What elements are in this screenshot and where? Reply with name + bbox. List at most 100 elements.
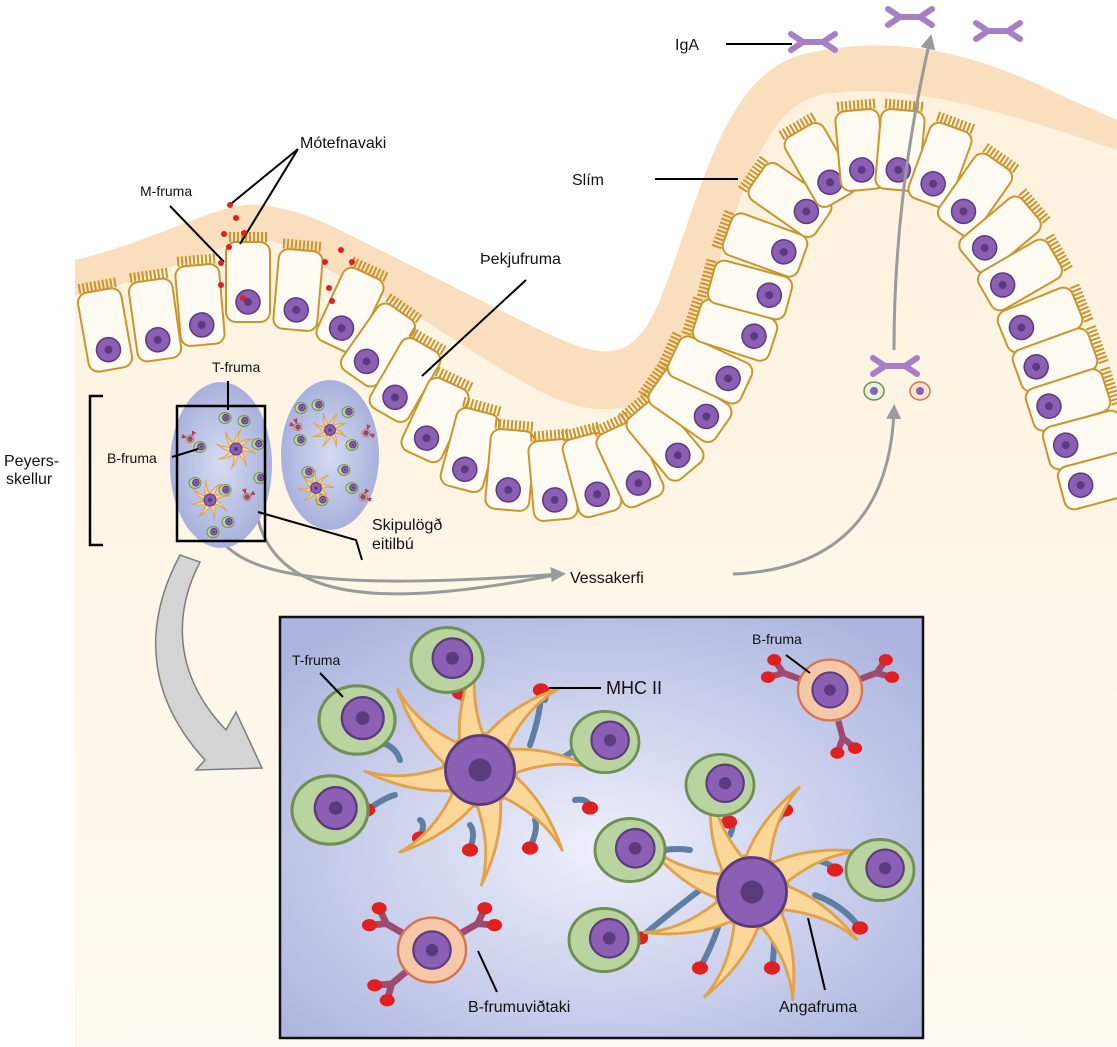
epithelium bbox=[76, 98, 1117, 522]
b-cell-label: B-fruma bbox=[107, 450, 157, 466]
epithelial-cell bbox=[1056, 449, 1117, 511]
antigen-particles bbox=[218, 202, 355, 304]
mhc-ii-molecule bbox=[521, 817, 539, 855]
secretion-arrow bbox=[892, 34, 936, 351]
antigen-dot bbox=[233, 215, 239, 221]
antigen-dot bbox=[240, 295, 246, 301]
t-cell bbox=[290, 774, 370, 846]
epithelial-cell bbox=[618, 389, 705, 482]
t-cell bbox=[218, 412, 232, 424]
antigen-dot bbox=[329, 298, 335, 304]
t-cell bbox=[301, 466, 315, 478]
lymphatic-arrow bbox=[214, 531, 566, 583]
t-cell bbox=[206, 526, 220, 538]
t-cell bbox=[188, 477, 202, 489]
antigen-leader bbox=[231, 148, 299, 204]
b-cell bbox=[181, 430, 196, 444]
t-cell bbox=[844, 837, 916, 903]
t-cell bbox=[221, 516, 235, 528]
follicle-cells bbox=[181, 399, 375, 538]
inset-b-cell-label: B-fruma bbox=[752, 631, 802, 647]
t-cell bbox=[593, 817, 667, 883]
epithelial-cell bbox=[834, 98, 886, 192]
t-cell bbox=[684, 752, 756, 818]
epithelial-cell bbox=[996, 283, 1094, 354]
t-cell-label: T-fruma bbox=[212, 359, 260, 375]
plasma-cell bbox=[863, 381, 885, 401]
epithelial-cell bbox=[225, 232, 271, 323]
lymphatics-label: Vessakerfi bbox=[570, 570, 644, 587]
antigen-dot bbox=[227, 202, 233, 208]
magnification-arrow bbox=[155, 554, 264, 771]
epithelial-cell bbox=[696, 258, 794, 321]
inset-t-cell-leader bbox=[319, 672, 344, 698]
t-cell bbox=[569, 709, 641, 775]
mhc-label: MHC II bbox=[606, 678, 662, 698]
t-cell bbox=[218, 484, 232, 496]
t-cell bbox=[409, 626, 485, 694]
epithelial-cell bbox=[936, 143, 1020, 238]
mhc-ii-molecule bbox=[572, 796, 599, 815]
epithelial-cell bbox=[400, 366, 474, 464]
magnified-region-box bbox=[175, 404, 267, 543]
mhc-ii-molecule bbox=[461, 822, 479, 857]
lymphoid-follicle bbox=[281, 380, 379, 530]
epithelial-cell bbox=[711, 210, 809, 278]
t-cell bbox=[567, 907, 641, 973]
epithelial-cell-leader bbox=[421, 279, 527, 377]
iga-label: IgA bbox=[675, 37, 699, 54]
antigen-dot bbox=[349, 259, 355, 265]
peyers-patch-label-line1: Peyers- bbox=[4, 453, 59, 470]
t-cell bbox=[345, 482, 359, 494]
t-cell bbox=[253, 472, 267, 484]
iga-antibody bbox=[885, 6, 935, 28]
t-cell bbox=[193, 441, 207, 453]
t-cell bbox=[311, 399, 325, 411]
antigen-dot bbox=[218, 260, 224, 266]
epithelial-cell bbox=[484, 418, 536, 512]
epithelial-cell bbox=[907, 111, 975, 209]
b-cell bbox=[760, 654, 900, 759]
peyers-patch-label-line2: skellur bbox=[6, 471, 53, 488]
mhc-ii-molecule bbox=[812, 892, 869, 935]
m-cell-label: M-fruma bbox=[140, 183, 192, 199]
mhc-ii-molecule bbox=[720, 815, 738, 838]
lymphatic-to-vessel-arrow bbox=[732, 404, 902, 576]
dendritic-cell bbox=[312, 412, 348, 448]
b-cell-receptor-label: B-frumuviðtaki bbox=[468, 999, 570, 1016]
dendritic-cell bbox=[297, 469, 335, 507]
antigen-dot bbox=[218, 282, 224, 288]
dendritic-cell bbox=[189, 479, 231, 521]
follicle-leader bbox=[257, 511, 363, 561]
epithelial-cell bbox=[1011, 325, 1109, 393]
t-cell bbox=[293, 434, 307, 446]
antigen-dot bbox=[322, 259, 328, 265]
antigen-dot bbox=[326, 285, 332, 291]
iga-antibody bbox=[870, 355, 920, 377]
follicle-label-line2: eitilbú bbox=[372, 536, 414, 553]
epithelial-cell bbox=[958, 188, 1051, 275]
dendritic-cell-label: Angafruma bbox=[779, 999, 857, 1016]
antigen-leader bbox=[239, 148, 299, 245]
epithelial-cell bbox=[738, 155, 833, 239]
inset-b-cell-leader bbox=[785, 654, 811, 674]
mucus-layer bbox=[75, 45, 1117, 410]
antigen-label: Mótefnavaki bbox=[300, 135, 386, 152]
iga-antibody bbox=[973, 20, 1023, 42]
t-cell bbox=[251, 438, 265, 450]
t-cell bbox=[317, 684, 397, 756]
t-cell bbox=[294, 402, 308, 414]
antigen-dot bbox=[338, 247, 344, 253]
antigen-dot bbox=[241, 230, 247, 236]
b-cell bbox=[242, 488, 256, 502]
iga-antibody bbox=[788, 31, 838, 53]
epithelial-cell bbox=[174, 253, 226, 347]
epithelial-cell-label: Þekjufruma bbox=[480, 251, 561, 268]
peyers-patch-bracket bbox=[88, 394, 103, 547]
mucus-label: Slím bbox=[572, 172, 604, 189]
follicle-label-line1: Skipulögð bbox=[372, 517, 442, 534]
t-cell bbox=[337, 464, 351, 476]
dendritic-cell bbox=[642, 782, 862, 1002]
b-cell-receptor-leader bbox=[477, 950, 498, 993]
epithelial-cell bbox=[76, 277, 134, 373]
